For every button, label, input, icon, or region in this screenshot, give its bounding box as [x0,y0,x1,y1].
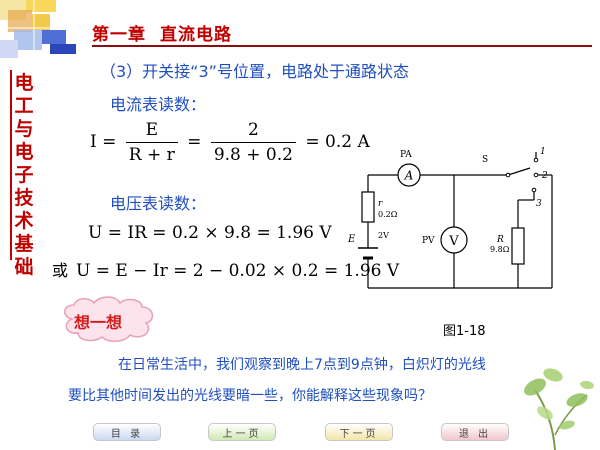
menu-button[interactable]: 目 录 [93,423,161,441]
chapter-label: 第一章 [92,25,146,45]
current-equation: I = E R + r = 2 9.8 + 0.2 = 0.2 A [90,120,370,165]
course-title-char: 技 [14,187,34,209]
course-title-char: 电 [14,141,34,163]
voltage-equation-2: 或 U = E − Ir = 2 − 0.02 × 0.2 = 1.96 V [52,257,399,281]
voltmeter-reading-label: 电压表读数： [110,194,207,213]
think-bubble-icon [64,296,154,342]
ammeter-reading-label: 电流表读数： [110,95,207,114]
think-label: 想一想 [74,313,123,332]
contact-1-label: 1 [540,147,546,157]
voltage-equation-1: U = IR = 0.2 × 9.8 = 1.96 V [88,223,332,243]
question-line-2: 要比其他时间发出的光线要暗一些，你能解释这些现象吗？ [68,388,432,404]
load-r-value: 9.8Ω [490,245,510,254]
exit-button[interactable]: 退 出 [441,423,509,441]
fraction-denominator: R + r [125,142,178,165]
switch-contact-1 [533,157,539,163]
or-label: 或 [52,261,69,280]
corner-decoration [0,0,90,60]
emf-value: 2V [378,231,389,240]
previous-page-button[interactable]: 上一页 [208,423,276,441]
plant-decoration-icon [524,368,594,450]
ammeter-symbol: A [404,169,414,183]
sidebar-divider [10,70,12,260]
circuit-diagram: A PA V PV r 0.2Ω E 2V R 9.8Ω S 1 2 3 [347,147,553,289]
course-title-char: 与 [14,118,34,140]
fraction-denominator: 9.8 + 0.2 [210,142,296,165]
switch-label: S [482,155,488,165]
ammeter-tag: PA [400,150,412,160]
next-page-button[interactable]: 下一页 [325,423,393,441]
load-r-label: R [496,235,504,245]
switch-contact-2 [533,172,539,178]
eq-result: = 0.2 A [305,132,370,152]
course-title-vertical: 电 工 与 电 子 技 术 基 础 [14,72,34,279]
contact-3-label: 3 [536,199,542,209]
internal-resistor-icon [361,191,375,223]
voltmeter-tag: PV [422,236,435,246]
course-title-char: 础 [14,256,34,278]
emf-label: E [347,234,356,245]
course-title-char: 基 [14,233,34,255]
eq-equals: = [187,132,202,152]
internal-r-value: 0.2Ω [378,210,398,219]
fraction-numerator: 2 [247,120,259,140]
course-title-char: 工 [14,95,34,117]
switch-contact-3 [531,187,537,193]
fraction-numeric: 2 9.8 + 0.2 [210,120,296,165]
fraction-numerator: E [145,120,158,140]
chapter-title: 直流电路 [160,25,232,45]
load-resistor-icon [511,227,525,265]
contact-2-label: 2 [541,171,548,181]
course-title-char: 电 [14,72,34,94]
voltmeter-symbol: V [448,234,459,249]
ammeter-icon [397,163,421,187]
question-line-1: 在日常生活中，我们观察到晚上7点到9点钟，白炽灯的光线 [118,357,486,373]
case-statement: （3）开关接“3”号位置，电路处于通路状态 [100,62,409,81]
eq-lhs: I = [90,132,117,152]
figure-label: 图1-18 [443,324,486,339]
voltage-equation-2-text: U = E − Ir = 2 − 0.02 × 0.2 = 1.96 V [76,261,400,281]
voltmeter-icon [440,226,468,254]
fraction-e-over-r: E R + r [125,120,178,165]
header-divider [92,45,592,47]
course-title-char: 术 [14,210,34,232]
page-title: 第一章直流电路 [92,20,232,45]
course-title-char: 子 [14,164,34,186]
internal-r-label: r [378,199,383,209]
switch-pivot [505,172,511,178]
